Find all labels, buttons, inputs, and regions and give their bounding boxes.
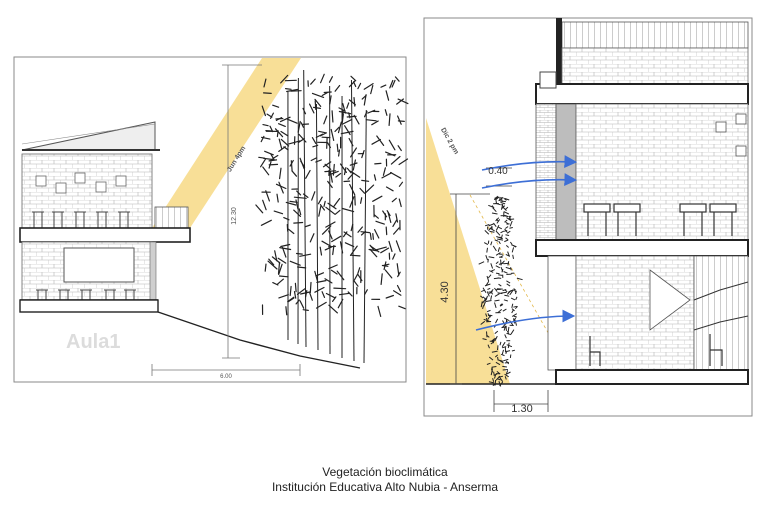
left-base-slab	[20, 300, 158, 312]
left-balcony-railing	[155, 207, 188, 228]
right-top-column	[556, 18, 562, 84]
left-lower-board	[64, 248, 134, 282]
left-height-label: 12.30	[231, 207, 238, 225]
caption-title: Vegetación bioclimática	[0, 465, 770, 479]
right-upper-window	[556, 104, 576, 240]
right-upper-brick	[562, 48, 748, 84]
caption-subtitle: Institución Educativa Alto Nubia - Anser…	[0, 480, 770, 494]
right-height-label: 4.30	[439, 281, 451, 302]
left-width-label: 6.00	[220, 374, 232, 380]
right-top-parapet	[562, 22, 748, 48]
right-lower-opening	[548, 256, 576, 370]
right-base-slab	[556, 370, 748, 384]
right-stair-railing	[694, 256, 748, 370]
left-section-panel: 12.30 6.00 Jun 4pm Aula1	[14, 57, 408, 382]
right-slab-upper	[536, 84, 748, 104]
watermark-label: Aula1	[66, 331, 120, 353]
right-slab-mid	[536, 240, 748, 256]
right-facade-brick	[536, 104, 556, 240]
right-offset-label: 0.40	[488, 166, 508, 177]
right-width-label: 1.30	[511, 403, 532, 415]
right-section-panel: Dic 2 pm 4.30 0.40 1.30	[424, 18, 752, 416]
left-mid-slab	[20, 228, 190, 242]
right-lower-wall	[576, 256, 694, 370]
